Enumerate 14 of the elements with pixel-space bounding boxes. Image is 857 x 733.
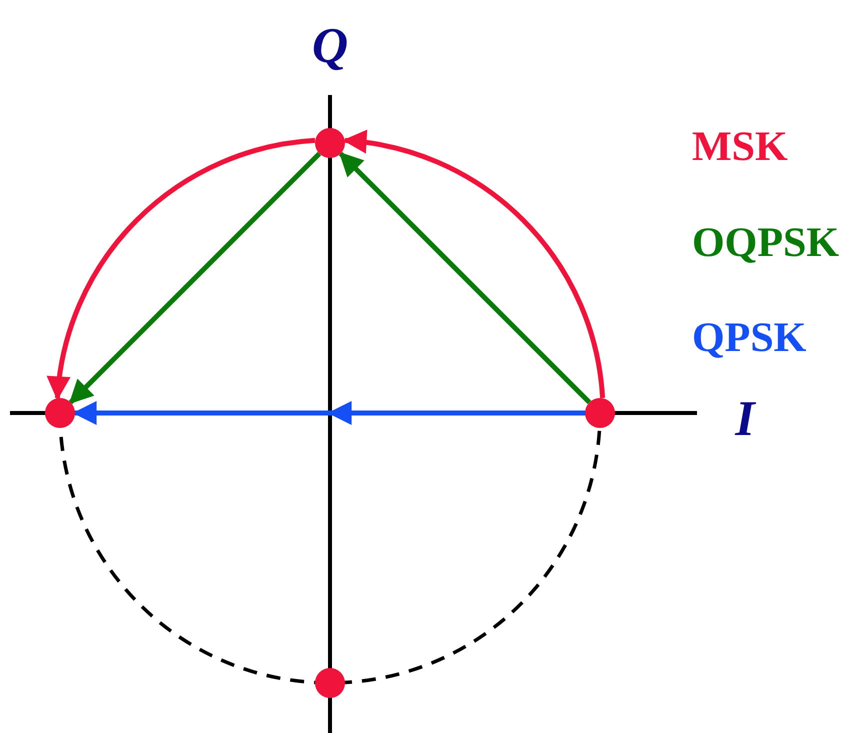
axis-label: I [735,393,755,443]
legend-entry: QPSK [692,317,806,359]
constellation-point [315,668,345,698]
arrow [48,138,316,400]
arrow [342,130,606,398]
legend-entry: MSK [692,126,788,168]
legend-entry: OQPSK [692,222,840,264]
arrow [338,152,592,404]
constellation-point [315,128,345,158]
arrow [68,152,322,404]
constellation-point [45,398,75,428]
axis-label: Q [312,20,348,70]
constellation-point [585,398,615,428]
arrow [75,401,585,425]
